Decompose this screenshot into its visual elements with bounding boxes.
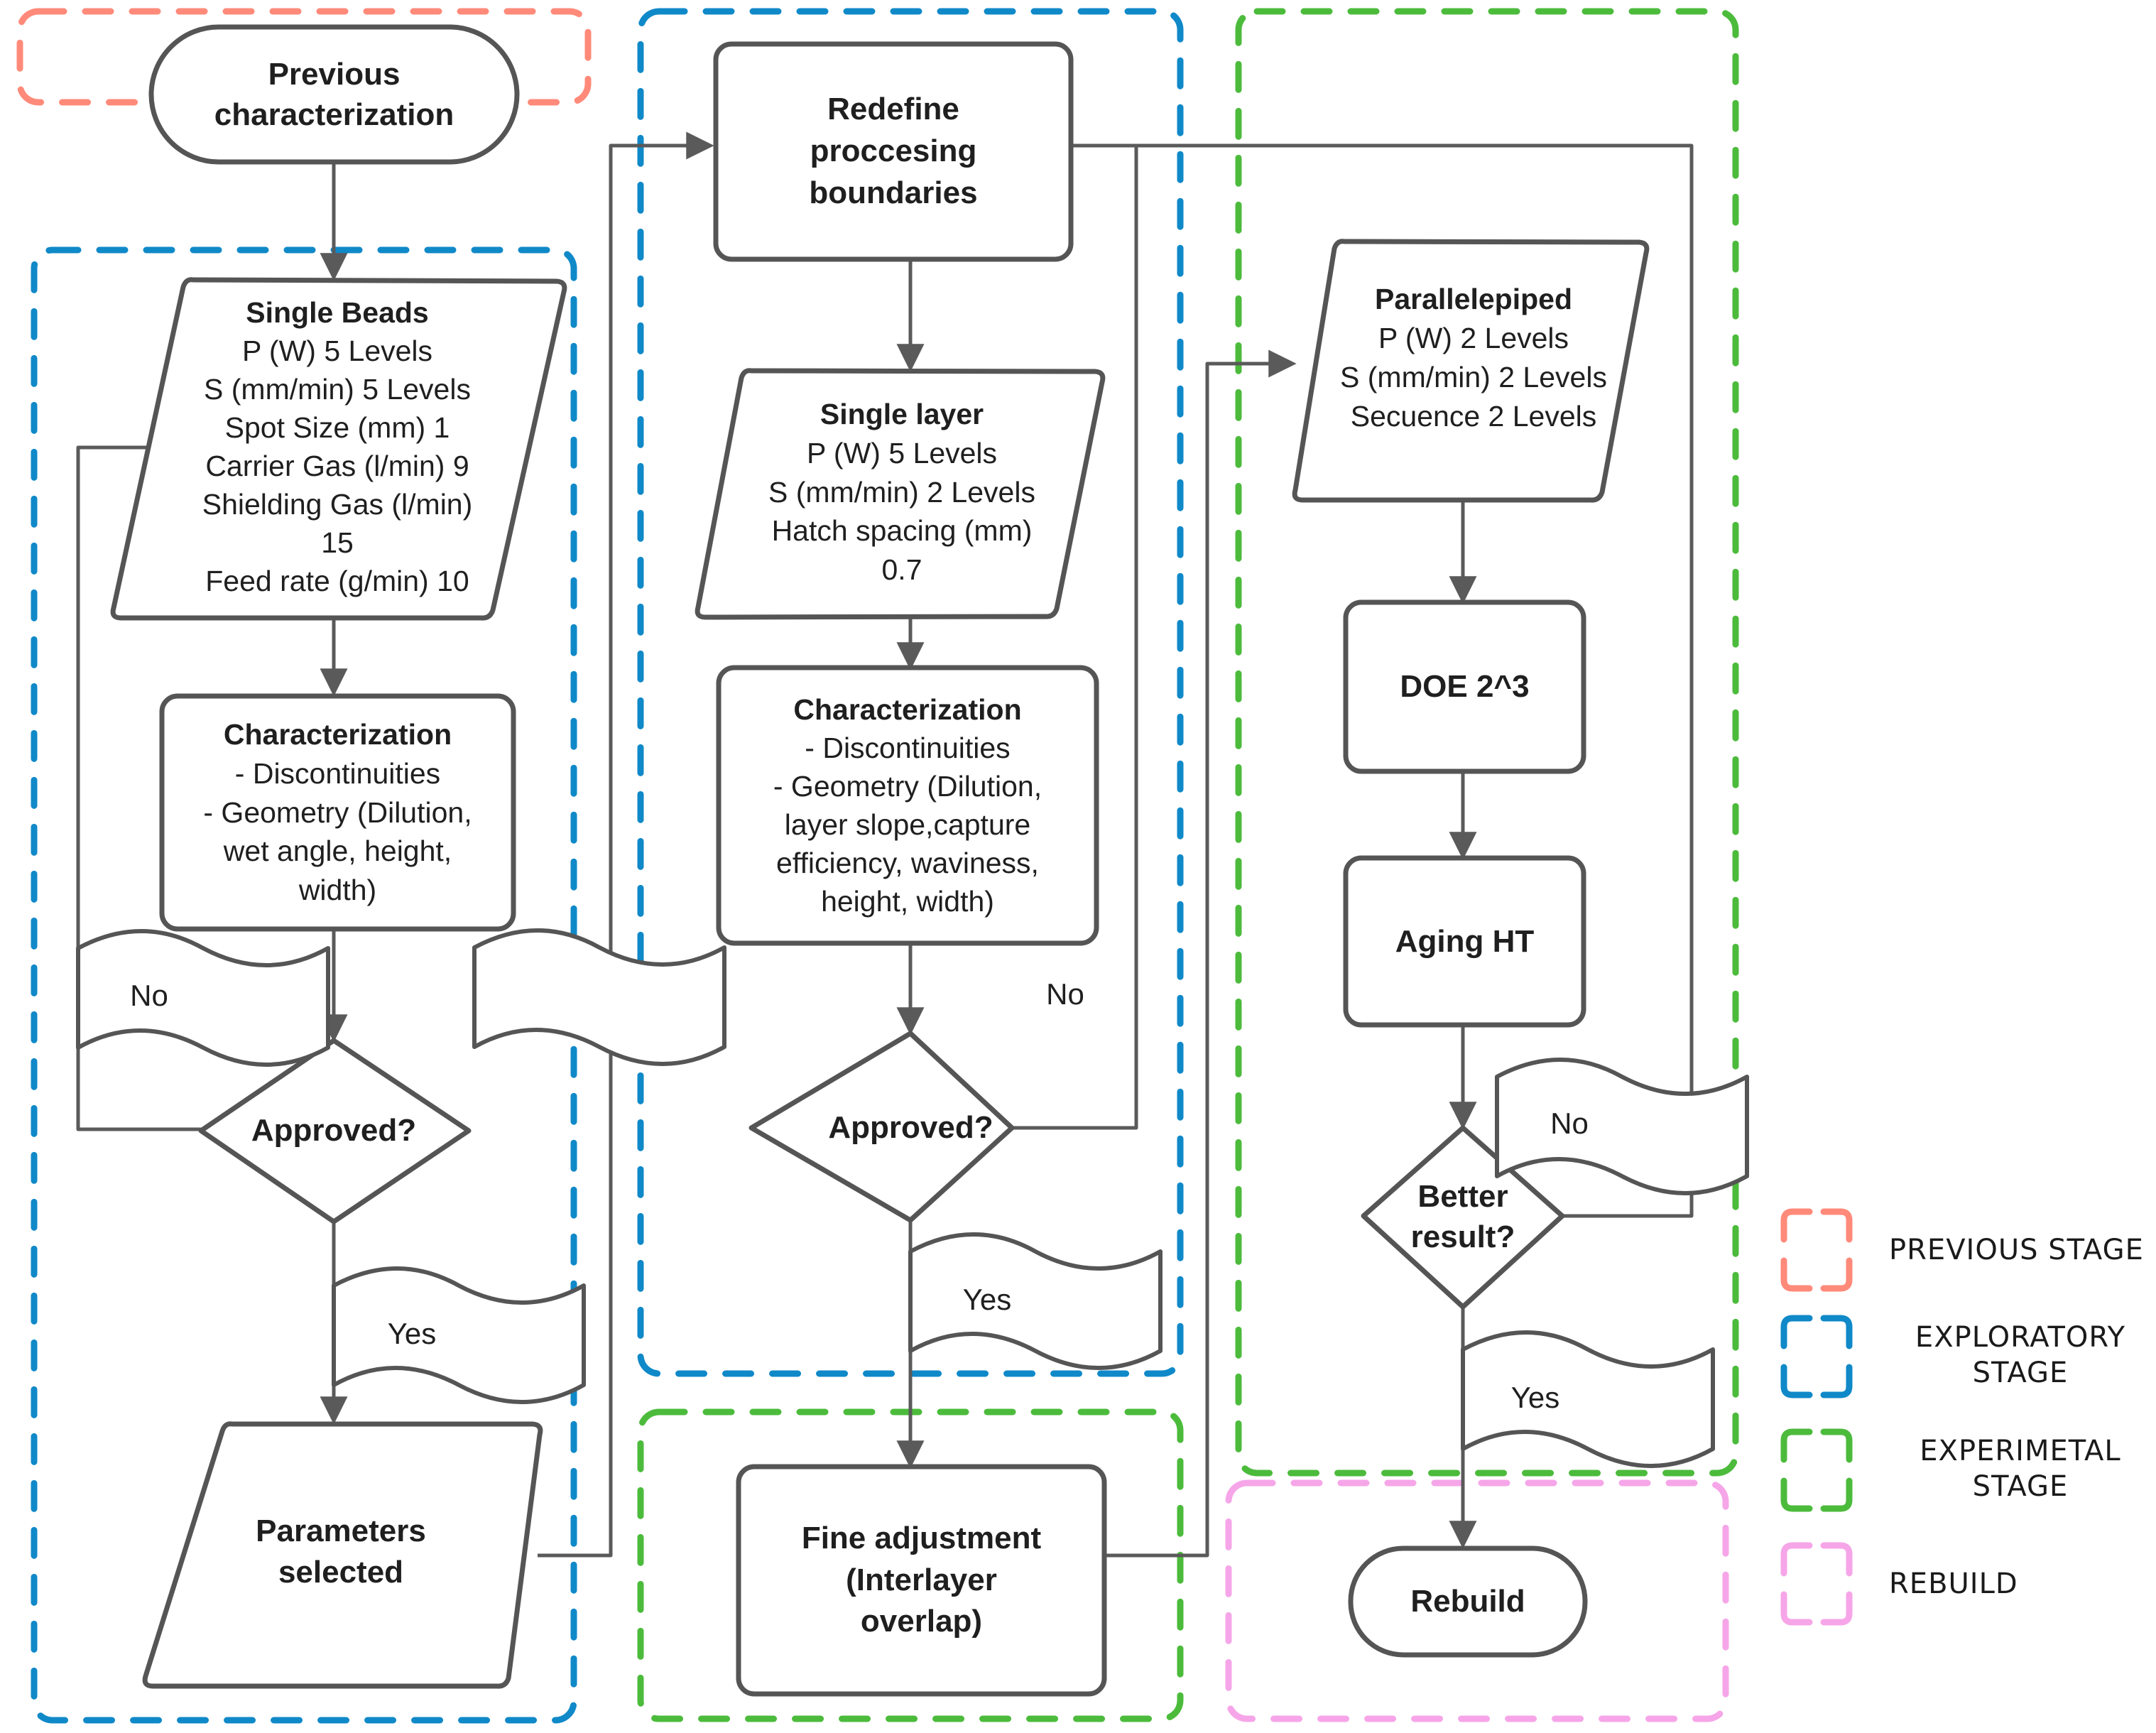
edge-approved-no-loop <box>76 433 201 1131</box>
shape-rebuild[interactable] <box>1348 1545 1588 1658</box>
container-experimental-stage-right <box>1235 8 1739 1477</box>
shape-characterization-left[interactable] <box>159 693 516 932</box>
shape-doe[interactable] <box>1343 599 1586 774</box>
flag-no-left-shape <box>76 929 330 1067</box>
shape-parallelepiped[interactable] <box>1292 239 1650 503</box>
shape-single-layer[interactable] <box>695 368 1106 620</box>
legend-bracket-rebuild <box>1780 1542 1853 1626</box>
flag-yes-middle-shape <box>908 1232 1163 1370</box>
legend-bracket-exploratory-stage <box>1780 1315 1853 1398</box>
legend-label-experimental-stage: EXPERIMETAL STAGE <box>1920 1435 2121 1503</box>
container-exploratory-stage-left <box>31 246 577 1724</box>
shape-approved-middle[interactable] <box>748 1031 1015 1223</box>
legend-label-exploratory-stage: EXPLORATORY STAGE <box>1915 1321 2126 1389</box>
shape-fine-adjustment[interactable] <box>736 1464 1107 1697</box>
edge-params-to-redefine <box>538 131 714 1558</box>
edge-fine-to-parallelepiped <box>1104 349 1297 1558</box>
legend-bracket-previous-stage <box>1780 1208 1853 1292</box>
shape-previous-characterization[interactable] <box>148 24 520 165</box>
legend-label-previous-stage: PREVIOUS STAGE <box>1889 1234 2144 1266</box>
legend-label-rebuild: REBUILD <box>1889 1568 2018 1600</box>
flag-no-right-shape <box>1495 1058 1749 1195</box>
shape-characterization-middle[interactable] <box>716 665 1099 946</box>
shape-aging-ht[interactable] <box>1343 855 1586 1028</box>
edge-better-no-loop <box>986 131 1694 1218</box>
flag-yes-left-shape <box>332 1266 586 1404</box>
shape-redefine-boundaries[interactable] <box>713 41 1074 262</box>
shape-approved-left[interactable] <box>198 1038 472 1224</box>
flag-yes-right-shape <box>1461 1330 1715 1468</box>
shape-better-result[interactable] <box>1361 1125 1565 1310</box>
shape-parameters-selected[interactable] <box>142 1421 543 1689</box>
legend-bracket-experimental-stage <box>1780 1428 1853 1512</box>
shape-single-beads[interactable] <box>110 277 567 621</box>
container-rebuild-stage <box>1225 1479 1729 1722</box>
flag-no-middle-shape <box>472 928 726 1066</box>
